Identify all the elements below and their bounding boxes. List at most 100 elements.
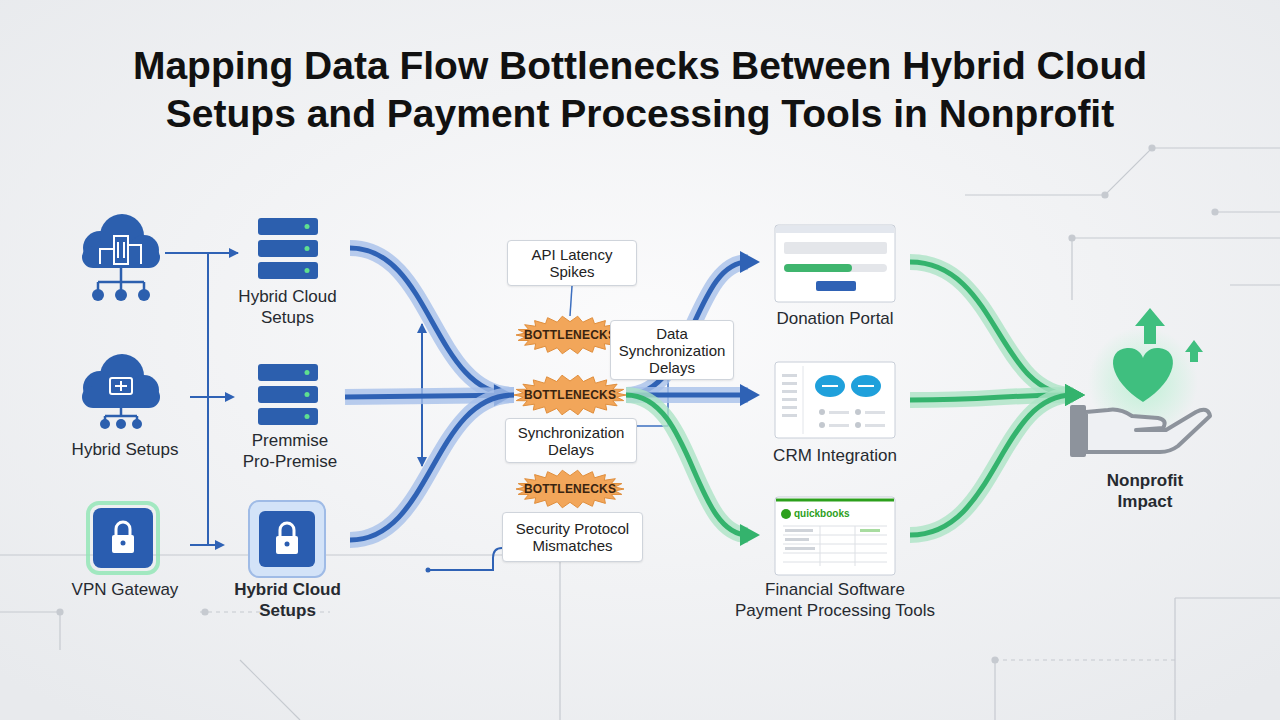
lock-icon <box>88 503 158 573</box>
circuit-decoration <box>1212 209 1218 215</box>
impact-icon <box>1086 410 1210 452</box>
screen-icon <box>775 497 895 575</box>
impact-icon <box>1113 348 1173 402</box>
screen-icon <box>855 422 861 428</box>
leader-line <box>570 286 572 316</box>
lock-icon <box>112 535 134 553</box>
cloud-icon <box>105 408 137 420</box>
cloud-icon <box>132 419 142 429</box>
leader-line <box>570 286 572 316</box>
arrow-head <box>740 384 760 406</box>
screen-icon <box>784 242 887 254</box>
callout-text: Security Protocol Mismatches <box>510 520 635 554</box>
server-icon <box>258 364 318 425</box>
circuit-decoration <box>965 148 1280 195</box>
node-label: VPN Gateway <box>60 579 190 600</box>
icon-node: Hybrid Cloud Setups <box>225 212 350 332</box>
arrow-head <box>215 540 225 550</box>
wire <box>165 252 238 254</box>
callout-text: Data Synchronization Delays <box>618 325 726 376</box>
cloud-icon <box>100 419 142 429</box>
screen-icon <box>782 414 797 417</box>
screen-icon <box>775 362 895 438</box>
callout-box: Synchronization Delays <box>505 418 637 463</box>
circuit-decoration <box>0 555 560 720</box>
screen-icon <box>803 366 804 434</box>
lock-icon <box>249 501 325 577</box>
lock-icon <box>116 522 130 536</box>
cloud-icon <box>115 381 127 391</box>
screen-icon <box>783 526 887 566</box>
screen-icon <box>784 264 852 272</box>
flow-band <box>350 248 514 395</box>
bottleneck-burst: BOTTLENECKS <box>516 470 624 508</box>
cloud-icon <box>138 289 150 301</box>
server-icon <box>258 262 318 279</box>
icon-node: CRM Integration <box>760 360 910 468</box>
screen-icon <box>784 264 887 272</box>
screen-icon <box>829 424 849 427</box>
screen-icon <box>816 281 856 291</box>
cloud-icon <box>82 354 160 429</box>
impact-icon <box>1070 308 1210 457</box>
lock-icon <box>121 541 126 546</box>
screen-icon <box>865 424 885 427</box>
screen-icon <box>782 382 797 385</box>
circuit-decoration <box>1149 145 1155 151</box>
screen-icon <box>785 538 809 541</box>
wire-dot <box>426 568 431 573</box>
cloud-icon <box>92 289 150 301</box>
wire <box>165 253 502 570</box>
lock-icon <box>249 501 325 577</box>
cloud-icon <box>114 236 128 264</box>
screen-icon <box>785 547 815 550</box>
node-label: Hybrid Cloud Setups <box>225 579 350 621</box>
node-label: Financial Software Payment Processing To… <box>731 579 939 621</box>
circuit-decoration <box>992 657 998 663</box>
lock-icon <box>93 508 153 568</box>
circuit-decoration <box>1175 597 1280 598</box>
screen-icon <box>775 225 895 302</box>
node-label: Premmise Pro-Premise <box>235 430 345 472</box>
cloud-icon <box>82 214 160 301</box>
flow-band <box>345 395 502 397</box>
callout-box: Security Protocol Mismatches <box>502 512 643 562</box>
screen-icon <box>775 225 895 302</box>
flow-band <box>910 262 1073 395</box>
connector-line <box>190 544 219 546</box>
node-label: Hybrid Cloud Setups <box>225 286 350 328</box>
arrow-head <box>1065 384 1085 406</box>
impact-icon <box>1135 308 1165 344</box>
connector-line <box>190 540 225 550</box>
screen-icon <box>819 409 825 415</box>
flow-band <box>626 395 748 535</box>
screen-icon <box>775 497 895 575</box>
server-icon <box>305 224 310 229</box>
screen-icon <box>829 411 849 414</box>
circuit-decoration <box>1102 192 1108 198</box>
screen-icon <box>785 529 813 532</box>
icon-node: VPN Gateway <box>60 500 190 605</box>
lock-icon <box>276 536 298 554</box>
cloud-icon <box>82 214 160 268</box>
logo-text: quickbooks <box>794 508 850 520</box>
server-icon <box>305 370 310 375</box>
icon-node: Premmise Pro-Premise <box>235 360 345 468</box>
arrow-head <box>740 251 760 273</box>
flow-band <box>350 395 514 540</box>
server-icon <box>258 364 318 381</box>
cloud-icon <box>116 419 126 429</box>
burst-outline <box>516 316 624 354</box>
flow-band <box>910 384 1085 535</box>
circuit-decoration <box>1174 598 1175 720</box>
screen-icon <box>776 226 894 233</box>
cloud-icon <box>100 419 110 429</box>
cloud-icon <box>110 378 132 394</box>
icon-node: Hybrid Cloud Setups <box>225 495 350 625</box>
flow-band <box>910 262 1085 406</box>
screen-icon <box>783 526 887 562</box>
flow-band <box>910 395 1073 535</box>
cloud-icon <box>92 289 104 301</box>
flow-band <box>910 395 1073 535</box>
